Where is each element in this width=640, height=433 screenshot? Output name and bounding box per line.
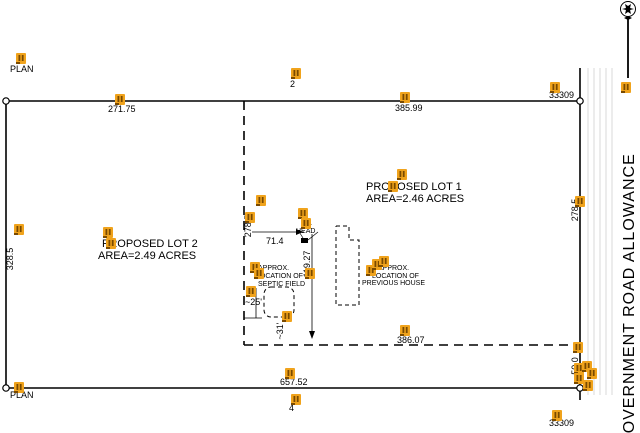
septic-field-outline bbox=[263, 286, 295, 318]
road-allowance-label: GOVERNMENT ROAD ALLOWANCE bbox=[621, 153, 638, 433]
reference-marker-icon bbox=[256, 195, 266, 206]
lot-number-top: 2 bbox=[290, 79, 295, 89]
arrow-119-icon bbox=[309, 331, 315, 339]
dimension-278-inner: 278.5 bbox=[243, 215, 253, 238]
dimension-386: 386.07 bbox=[397, 335, 425, 345]
dimension-385: 385.99 bbox=[395, 103, 423, 113]
reference-marker-icon bbox=[400, 92, 410, 103]
dimension-31: ~31' bbox=[275, 322, 285, 339]
reference-marker-icon bbox=[397, 169, 407, 180]
reference-marker-icon bbox=[574, 373, 584, 384]
reference-marker-icon bbox=[106, 238, 116, 249]
road-allowance-hatch bbox=[587, 68, 613, 395]
reference-marker-icon bbox=[103, 227, 113, 238]
lot2-name: PROPOSED LOT 2 bbox=[102, 238, 198, 250]
dimension-119: 119.27 bbox=[302, 251, 312, 278]
dimension-71: 71.4 bbox=[266, 236, 284, 246]
corner-monument-se bbox=[576, 384, 584, 392]
reference-marker-icon bbox=[291, 68, 301, 79]
reference-marker-icon bbox=[291, 394, 301, 405]
lot-number-bottom: 4 bbox=[289, 403, 294, 413]
dimension-278-right: 278.5 bbox=[570, 199, 580, 222]
leader-lines bbox=[297, 229, 319, 241]
plan-label-bottom: PLAN bbox=[10, 390, 34, 400]
house-label-line2: LOCATION OF bbox=[372, 273, 419, 280]
plan-label-top: PLAN bbox=[10, 64, 34, 74]
plan-number-top: 33309 bbox=[549, 90, 574, 100]
reference-marker-icon bbox=[301, 218, 311, 229]
reference-marker-icon bbox=[115, 94, 125, 105]
lot2-area: AREA=2.49 ACRES bbox=[98, 250, 196, 262]
reference-marker-icon bbox=[388, 181, 398, 192]
reference-marker-icon bbox=[305, 268, 315, 279]
dimension-25: ~25' bbox=[245, 297, 262, 307]
corner-monument-sw bbox=[2, 384, 10, 392]
lot1-name: PROPOSED LOT 1 bbox=[366, 181, 462, 193]
reference-marker-icon bbox=[254, 268, 264, 279]
reference-marker-icon bbox=[285, 368, 295, 379]
reference-marker-icon bbox=[282, 311, 292, 322]
proposed-division-line bbox=[243, 101, 580, 346]
corner-monument-nw bbox=[2, 97, 10, 105]
reference-marker-icon bbox=[552, 410, 562, 421]
reference-marker-icon bbox=[400, 325, 410, 336]
house-label-line3: PREVIOUS HOUSE bbox=[362, 280, 425, 287]
plan-number-bottom: 33309 bbox=[549, 418, 574, 428]
reference-marker-icon bbox=[573, 342, 583, 353]
north-letter: N bbox=[626, 7, 631, 14]
reference-marker-icon bbox=[245, 212, 255, 223]
reference-marker-icon bbox=[16, 53, 26, 64]
north-arrow-icon: N bbox=[620, 1, 636, 78]
dimension-657: 657.52 bbox=[280, 377, 308, 387]
reference-marker-icon bbox=[587, 368, 597, 379]
septic-label-line1: APPROX. bbox=[258, 265, 289, 272]
reference-marker-icon bbox=[550, 82, 560, 93]
corner-monument-ne bbox=[576, 97, 584, 105]
previous-house-outline bbox=[335, 225, 360, 306]
reference-marker-icon bbox=[246, 286, 256, 297]
reference-marker-icon bbox=[298, 208, 308, 219]
reference-markers bbox=[14, 53, 631, 421]
lot-boundary bbox=[5, 68, 581, 400]
dimension-271: 271.75 bbox=[108, 104, 136, 114]
house-label-line1: APPROX. bbox=[378, 265, 409, 272]
reference-marker-icon bbox=[14, 382, 24, 393]
reference-marker-icon bbox=[14, 224, 24, 235]
septic-label-line2: LOCATION OF bbox=[256, 273, 303, 280]
septic-label-line3: SEPTIC FIELD bbox=[258, 281, 305, 288]
well-label-line2: HEAD bbox=[296, 228, 315, 235]
reference-marker-icon bbox=[583, 380, 593, 391]
reference-marker-icon bbox=[621, 82, 631, 93]
reference-marker-icon bbox=[379, 256, 389, 267]
lot1-area: AREA=2.46 ACRES bbox=[366, 193, 464, 205]
well-head-marker-icon bbox=[301, 238, 308, 243]
dimension-328: 328.5 bbox=[5, 248, 15, 271]
reference-marker-icon bbox=[575, 196, 585, 207]
